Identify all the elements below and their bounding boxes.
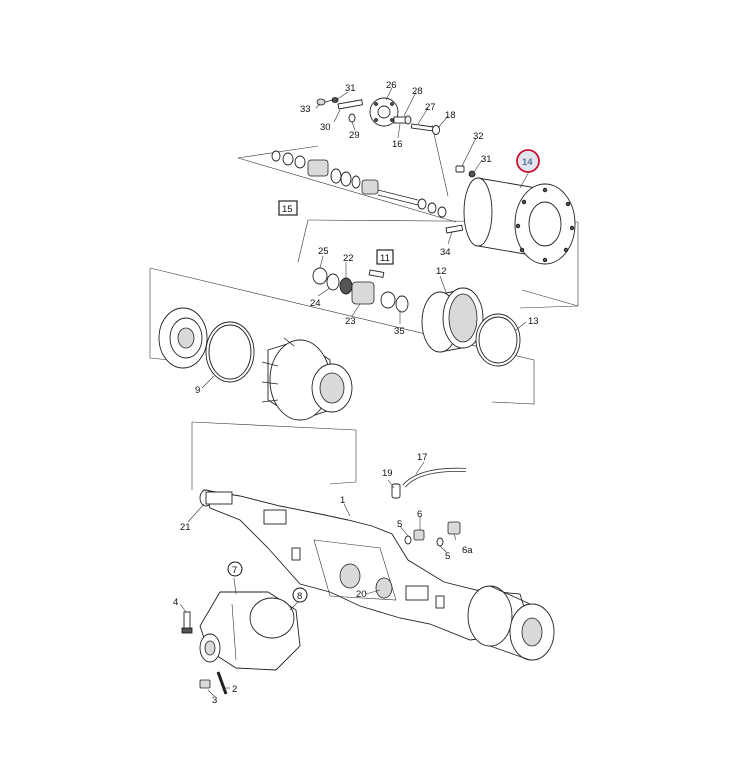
callout-labels: 33 31 30 29 26 28 27 18 16 32 31 14 15 3… (173, 80, 540, 706)
callout-29: 29 (349, 130, 360, 141)
callout-24: 24 (310, 298, 321, 309)
callout-20: 20 (356, 589, 367, 600)
plug-part-6 (413, 529, 425, 541)
seal-part-9 (205, 321, 255, 383)
callout-25: 25 (318, 246, 329, 257)
frame-planetary (297, 124, 579, 309)
callout-22: 22 (343, 253, 354, 264)
callout-6: 6 (417, 509, 422, 520)
axle-shaft-part-21 (199, 489, 233, 507)
callout-23: 23 (345, 316, 356, 327)
hose-part-17 (402, 467, 467, 488)
flange-part-26 (369, 97, 399, 127)
callout-7-ring (227, 561, 243, 577)
bolt-part-4 (181, 611, 193, 634)
hub-flange-left (158, 307, 208, 369)
bearing-part-22 (339, 277, 353, 295)
stud-part-2 (216, 671, 228, 695)
callout-9: 9 (195, 385, 200, 396)
callout-11-box (376, 249, 394, 265)
callout-5-right: 5 (445, 551, 450, 562)
callout-32: 32 (473, 131, 484, 142)
callout-6a: 6a (462, 545, 473, 556)
nut-part-31-top (331, 97, 339, 103)
washer-part-31 (468, 170, 476, 178)
callout-35: 35 (394, 326, 405, 337)
callout-4: 4 (173, 597, 178, 608)
callout-21: 21 (180, 522, 191, 533)
ring-part-35 (380, 291, 409, 313)
callout-13: 13 (528, 316, 539, 327)
snap-ring-part-13 (475, 313, 521, 367)
plug-part-6a (447, 521, 461, 535)
callout-1: 1 (340, 495, 345, 506)
nut-part-3 (199, 679, 211, 689)
callout-31-drum: 31 (481, 154, 492, 165)
differential-carrier-part-7 (199, 591, 301, 671)
circlip-part-25 (312, 267, 328, 285)
callout-18: 18 (445, 110, 456, 121)
callout-16: 16 (392, 139, 403, 150)
callout-2: 2 (232, 684, 237, 695)
callout-19: 19 (382, 468, 393, 479)
pin-part-11 (368, 269, 385, 278)
washer-part-5 (404, 535, 444, 547)
callout-34: 34 (440, 247, 451, 258)
drum-part-14 (463, 177, 576, 265)
gear-part-23 (351, 281, 375, 305)
ring-gear-part-12 (421, 287, 484, 353)
wheel-end-right (467, 585, 555, 661)
screw-part-32 (455, 165, 465, 173)
bolt-part-34 (445, 224, 464, 234)
callout-15-box (278, 200, 298, 216)
callout-31-top: 31 (345, 83, 356, 94)
callout-8-ring (292, 587, 308, 603)
fitting-part-19 (391, 483, 401, 499)
pin-part-29 (348, 113, 356, 123)
bolt-part-33 (316, 98, 334, 106)
callout-28: 28 (412, 86, 423, 97)
stud-part-30 (337, 99, 364, 110)
wheel-hub (261, 337, 353, 421)
ring-part-18 (432, 125, 440, 135)
callout-11: 11 (380, 253, 390, 264)
shaft-part-28 (393, 115, 412, 125)
callout-14: 14 (522, 157, 533, 168)
callout-5-left: 5 (397, 519, 402, 530)
callout-15: 15 (282, 204, 293, 215)
callout-12: 12 (436, 266, 447, 277)
pin-part-27 (410, 123, 435, 132)
callout-26: 26 (386, 80, 397, 91)
callout-8: 8 (297, 591, 302, 602)
callout-7: 7 (232, 565, 237, 576)
callout-30: 30 (320, 122, 331, 133)
callout-33: 33 (300, 104, 311, 115)
shaft-assembly-part-15 (271, 150, 447, 218)
callout-17: 17 (417, 452, 428, 463)
frame-hub (149, 267, 535, 405)
callout-3: 3 (212, 695, 217, 706)
callout-14-highlight-ring (516, 149, 540, 173)
callout-27: 27 (425, 102, 436, 113)
frame-axle (191, 421, 357, 490)
washer-part-24 (326, 273, 340, 291)
